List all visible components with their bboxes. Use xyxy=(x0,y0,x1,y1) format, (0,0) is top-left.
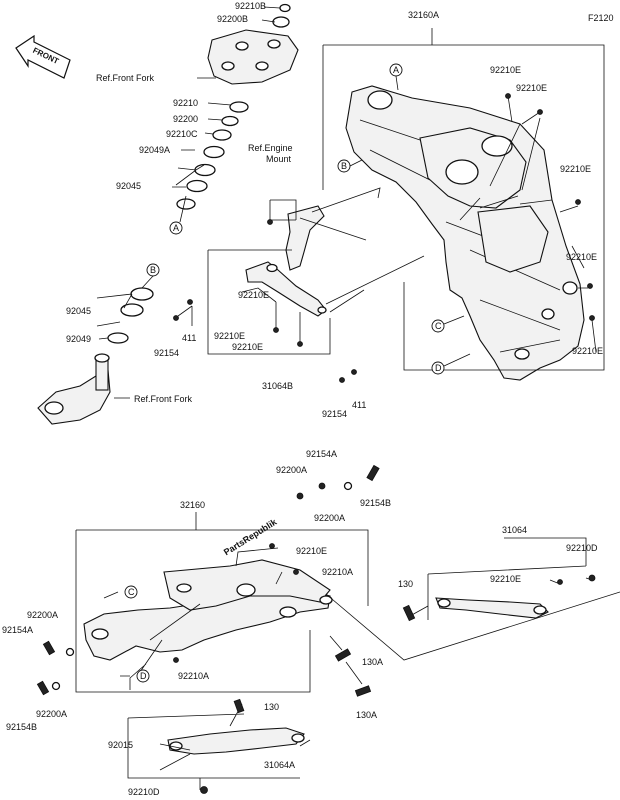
front-arrow-icon: FRONT xyxy=(15,34,71,79)
ref-engine-mount-2: Mount xyxy=(266,154,292,164)
label-92210a-1: 92210A xyxy=(322,567,353,577)
callout-d-frame xyxy=(431,361,445,375)
steering-stem-assembly xyxy=(37,3,299,425)
label-92210e-6: 92210E xyxy=(238,290,269,300)
label-92154a-top: 92154A xyxy=(306,449,337,459)
label-92154a-left: 92154A xyxy=(2,625,33,635)
arm-group-box xyxy=(177,249,425,355)
figure-code: F2120 xyxy=(588,13,614,23)
main-frame-32160a xyxy=(345,85,585,381)
label-92210d-bottom: 92210D xyxy=(128,787,160,797)
label-92154-mid: 92154 xyxy=(322,409,347,419)
label-92154b-top: 92154B xyxy=(360,498,391,508)
label-92200b: 92200B xyxy=(217,14,248,24)
subframe-group-box xyxy=(75,512,369,693)
callout-d-sub-letter: D xyxy=(140,671,147,681)
label-31064: 31064 xyxy=(502,525,527,535)
right-arm-31064 xyxy=(435,597,549,619)
label-92154b-bot: 92154B xyxy=(6,722,37,732)
watermark-text: PartsRepublik xyxy=(222,516,279,557)
label-32160: 32160 xyxy=(180,500,205,510)
label-92200a-top: 92200A xyxy=(276,465,307,475)
callout-a-stem xyxy=(169,221,183,235)
ref-engine-mount-1: Ref.Engine xyxy=(248,143,293,153)
callout-b-stem-letter: B xyxy=(150,265,156,275)
bottom-arm-31064a xyxy=(167,727,305,755)
ref-front-fork-bottom: Ref.Front Fork xyxy=(134,394,193,404)
label-92210: 92210 xyxy=(173,98,198,108)
label-92045-top: 92045 xyxy=(116,181,141,191)
sub-frame-32160 xyxy=(83,559,333,661)
label-92210e-9: 92210E xyxy=(296,546,327,556)
label-92210e-7: 92210E xyxy=(214,331,245,341)
label-92210e-8: 92210E xyxy=(232,342,263,352)
label-130-right: 130 xyxy=(398,579,413,589)
callout-c-sub-letter: C xyxy=(128,587,135,597)
label-31064b: 31064B xyxy=(262,381,293,391)
label-92210e-5: 92210E xyxy=(572,346,603,356)
engine-mount-bracket xyxy=(267,199,325,271)
label-92200: 92200 xyxy=(173,114,198,124)
label-411-left: 411 xyxy=(182,333,196,343)
label-92200a-left: 92200A xyxy=(27,610,58,620)
front-lower-arm-31064b xyxy=(245,261,327,317)
label-92210d-right: 92210D xyxy=(566,543,598,553)
label-92210e-4: 92210E xyxy=(566,252,597,262)
callout-d-frame-letter: D xyxy=(435,363,442,373)
ref-front-fork-top: Ref.Front Fork xyxy=(96,73,155,83)
callout-c-frame-letter: C xyxy=(435,321,442,331)
callout-b-frame-letter: B xyxy=(341,161,347,171)
callout-a-frame-letter: A xyxy=(393,65,399,75)
label-92210a-2: 92210A xyxy=(178,671,209,681)
label-92015: 92015 xyxy=(108,740,133,750)
label-92210e-1: 92210E xyxy=(490,65,521,75)
label-92210e-10: 92210E xyxy=(490,574,521,584)
label-92200a-bot: 92200A xyxy=(36,709,67,719)
label-130a-2: 130A xyxy=(356,710,377,720)
frame-group-box xyxy=(322,28,605,371)
bottom-arm-box xyxy=(127,703,311,790)
stem-leaders xyxy=(96,6,281,399)
label-92045-bot: 92045 xyxy=(66,306,91,316)
label-92210b: 92210B xyxy=(235,1,266,11)
label-130a-1: 130A xyxy=(362,657,383,667)
label-130-bottom: 130 xyxy=(264,702,279,712)
label-92210c: 92210C xyxy=(166,129,198,139)
label-92200a-mid: 92200A xyxy=(314,513,345,523)
callout-d-sub xyxy=(136,669,150,683)
label-92049: 92049 xyxy=(66,334,91,344)
callout-c-frame xyxy=(431,319,445,333)
callout-c-sub xyxy=(124,585,138,599)
label-411-mid: 411 xyxy=(352,400,366,410)
label-92210e-2: 92210E xyxy=(516,83,547,93)
label-92154-left: 92154 xyxy=(154,348,179,358)
label-92210e-3: 92210E xyxy=(560,164,591,174)
label-32160a: 32160A xyxy=(408,10,439,20)
callout-a-stem-letter: A xyxy=(173,223,179,233)
right-arm-box xyxy=(409,537,593,620)
label-31064a: 31064A xyxy=(264,760,295,770)
label-92049a: 92049A xyxy=(139,145,170,155)
